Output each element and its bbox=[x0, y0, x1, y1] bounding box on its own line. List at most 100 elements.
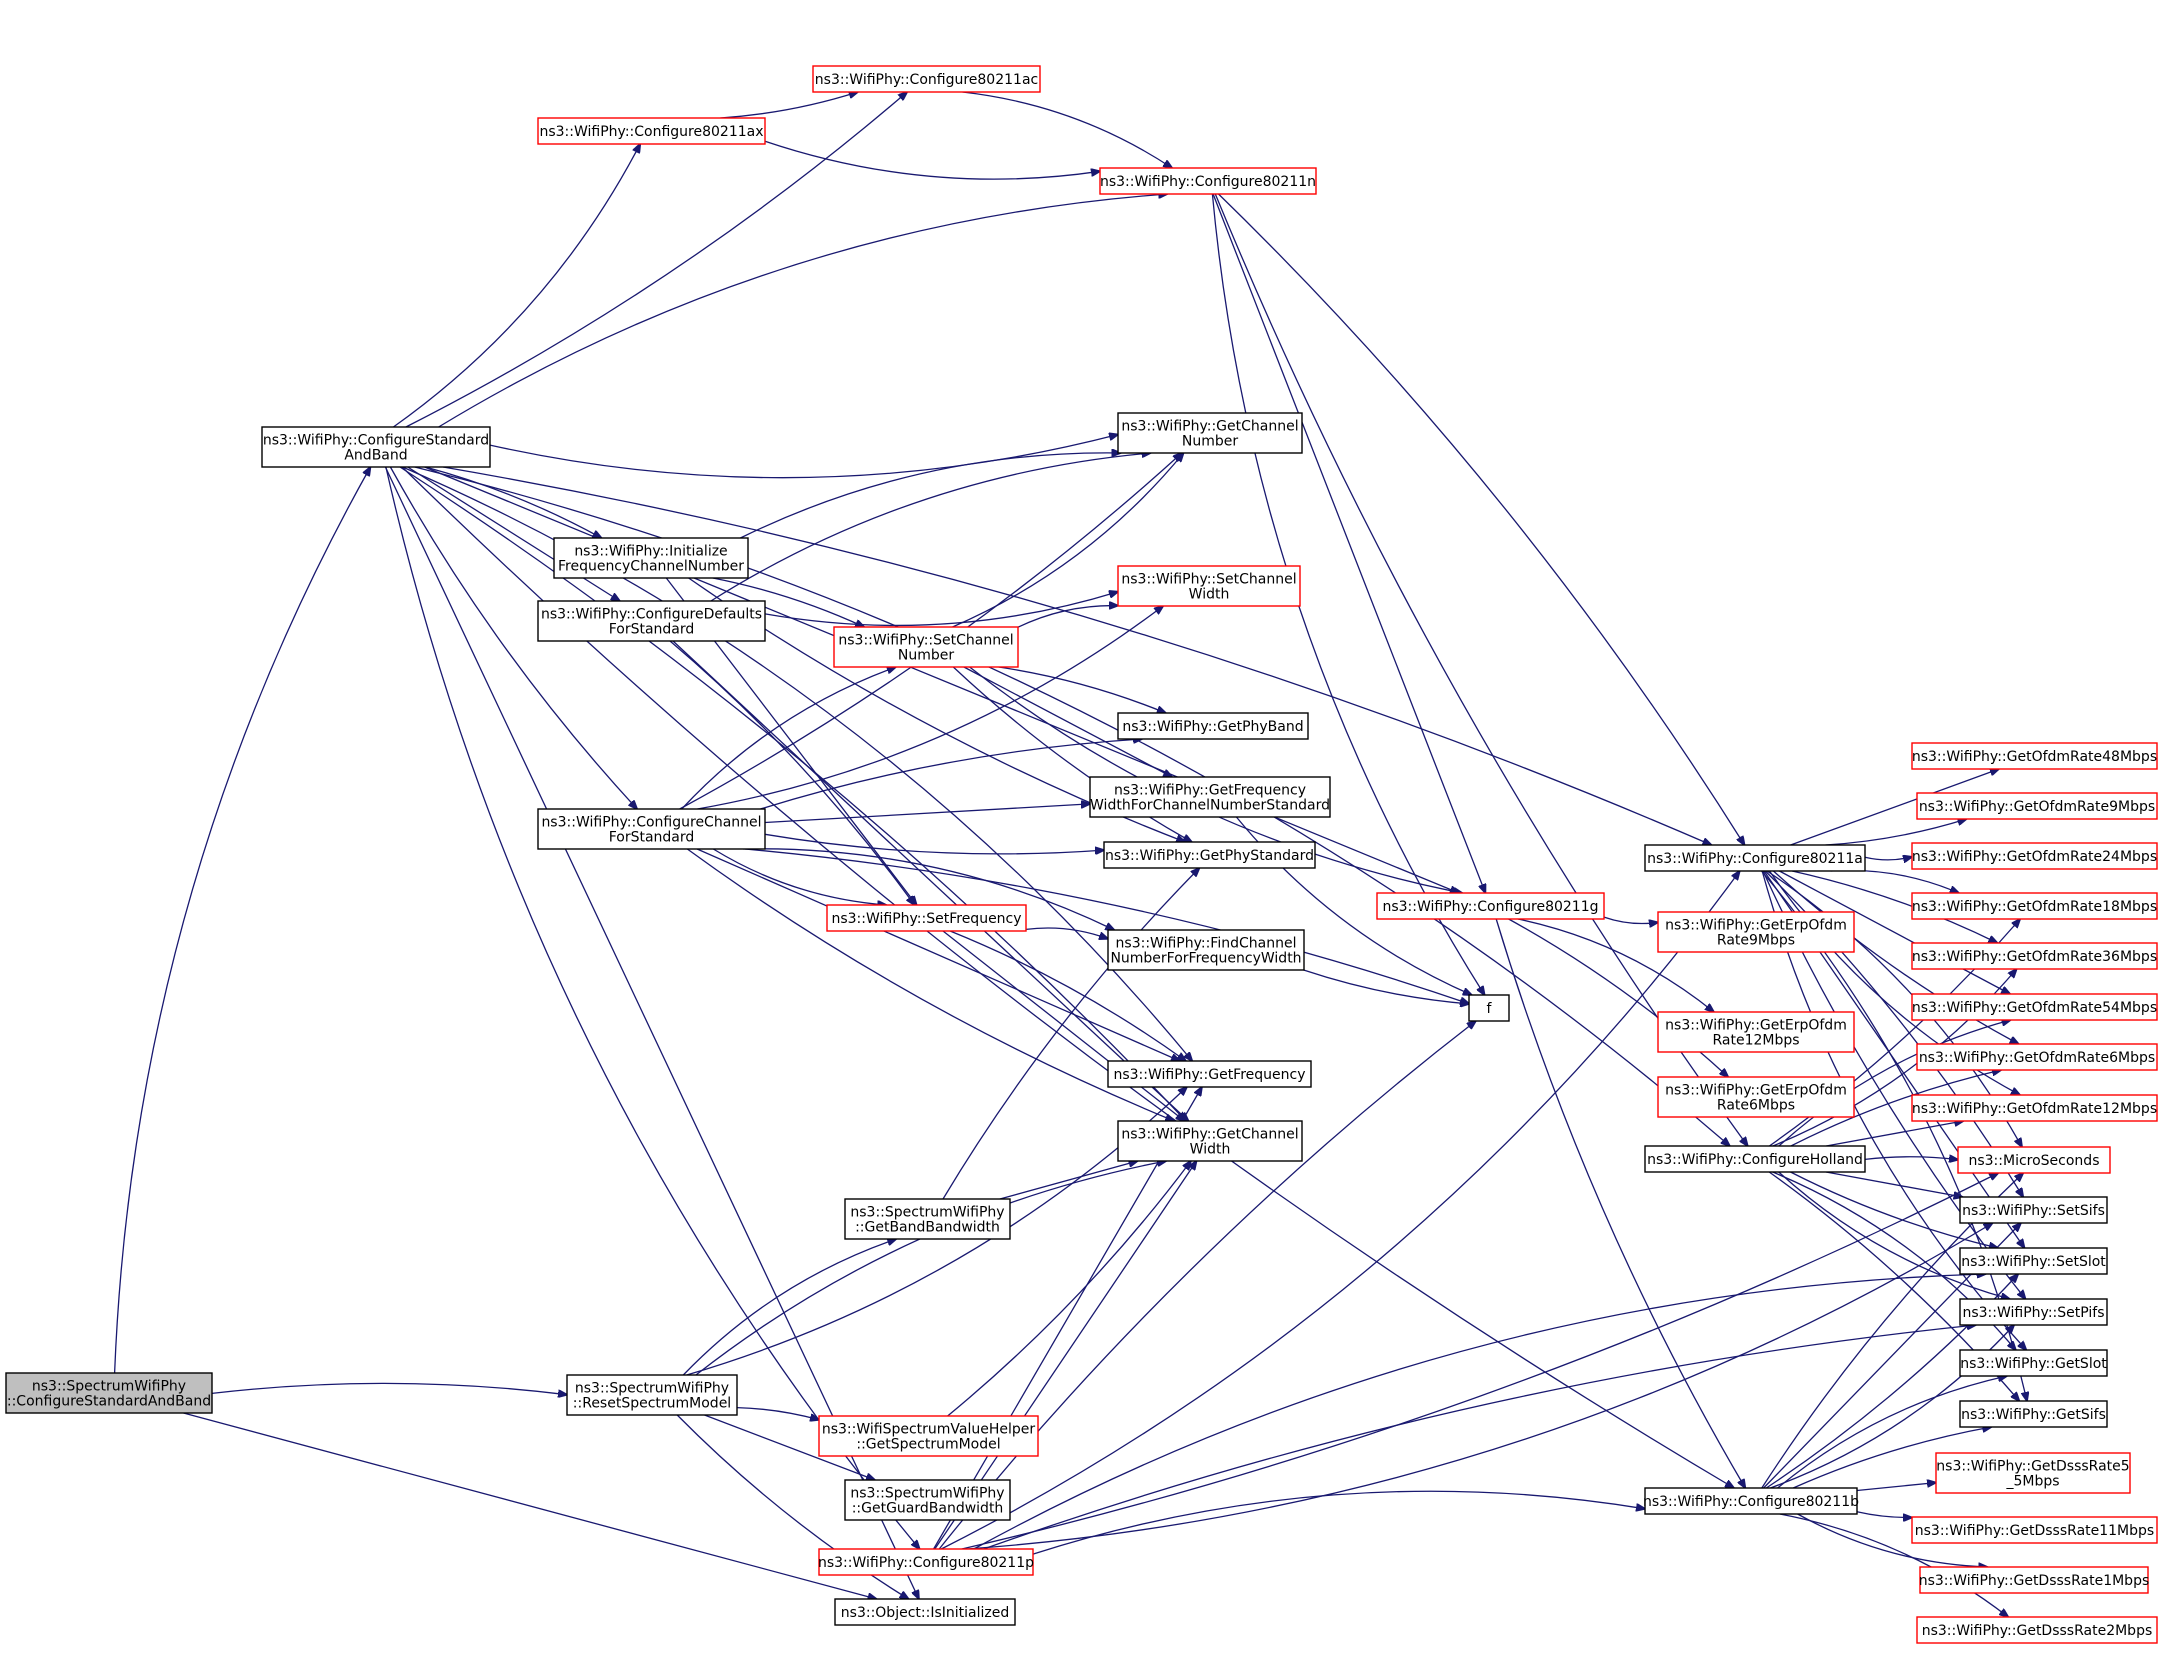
node-box bbox=[1644, 1487, 1858, 1515]
edge-rsm-to-getspm bbox=[736, 1406, 819, 1420]
node-setsifs[interactable]: ns3::WifiPhy::SetSifs bbox=[1959, 1196, 2108, 1224]
edge-root-to-csab bbox=[113, 467, 371, 1374]
node-label: ::GetBandBandwidth bbox=[855, 1220, 1000, 1236]
edge-c11p-to-setsifs bbox=[966, 1223, 1993, 1550]
node-o48[interactable]: ns3::WifiPhy::GetOfdmRate48Mbps bbox=[1911, 742, 2158, 770]
edge-ccfs-to-getphyband bbox=[760, 739, 1143, 810]
node-label: Rate9Mbps bbox=[1717, 933, 1795, 949]
node-getphystd[interactable]: ns3::WifiPhy::GetPhyStandard bbox=[1103, 841, 1316, 869]
node-box bbox=[844, 1198, 1011, 1240]
node-label: Rate6Mbps bbox=[1717, 1098, 1795, 1114]
node-label: ns3::MicroSeconds bbox=[1968, 1153, 2099, 1169]
node-d1[interactable]: ns3::WifiPhy::GetDsssRate1Mbps bbox=[1919, 1566, 2150, 1594]
node-label: ns3::WifiPhy::GetOfdmRate54Mbps bbox=[1912, 1000, 2157, 1016]
edge-c11ax-to-c11n bbox=[764, 140, 1100, 180]
node-box bbox=[1117, 565, 1301, 607]
node-getfreq[interactable]: ns3::WifiPhy::GetFrequency bbox=[1107, 1060, 1312, 1088]
edge-c11n-to-f bbox=[1211, 193, 1484, 995]
node-c11n[interactable]: ns3::WifiPhy::Configure80211n bbox=[1099, 167, 1317, 195]
edge-rsm-to-isinit bbox=[676, 1414, 908, 1599]
node-root[interactable]: ns3::SpectrumWifiPhy::ConfigureStandardA… bbox=[5, 1372, 213, 1414]
node-label: ns3::WifiPhy::Configure80211b bbox=[1643, 1494, 1859, 1510]
node-label: FrequencyChannelNumber bbox=[558, 559, 744, 575]
edge-c11g-to-erp12 bbox=[1517, 918, 1714, 1012]
edge-c11p-to-c11b bbox=[1032, 1490, 1645, 1555]
node-d2[interactable]: ns3::WifiPhy::GetDsssRate2Mbps bbox=[1916, 1616, 2158, 1644]
node-c11p[interactable]: ns3::WifiPhy::Configure80211p bbox=[818, 1548, 1034, 1576]
node-micro[interactable]: ns3::MicroSeconds bbox=[1957, 1146, 2111, 1174]
edge-choll-to-setsifs bbox=[1825, 1171, 1963, 1197]
node-getspm[interactable]: ns3::WifiSpectrumValueHelper::GetSpectru… bbox=[818, 1415, 1039, 1457]
node-ifcn[interactable]: ns3::WifiPhy::InitializeFrequencyChannel… bbox=[553, 537, 749, 579]
edge-ccfs-to-getfwcns bbox=[764, 804, 1090, 824]
edge-c11a-to-o9 bbox=[1825, 819, 1967, 846]
node-box bbox=[834, 1598, 1016, 1626]
node-box bbox=[537, 808, 766, 850]
edge-csab-to-cdfs bbox=[407, 466, 620, 601]
edge-c11a-to-o36 bbox=[1791, 870, 1997, 943]
node-f[interactable]: f bbox=[1468, 994, 1510, 1022]
node-box bbox=[1911, 742, 2158, 770]
node-choll[interactable]: ns3::WifiPhy::ConfigureHolland bbox=[1644, 1145, 1866, 1173]
node-box bbox=[1117, 412, 1303, 454]
node-label: WidthForChannelNumberStandard bbox=[1090, 798, 1330, 814]
edge-c11b-to-d11 bbox=[1856, 1511, 1912, 1518]
node-label: ns3::WifiPhy::SetSifs bbox=[1962, 1203, 2105, 1219]
node-getsifs[interactable]: ns3::WifiPhy::GetSifs bbox=[1959, 1400, 2108, 1428]
edge-c11b-to-d1 bbox=[1797, 1513, 1988, 1567]
node-c11a[interactable]: ns3::WifiPhy::Configure80211a bbox=[1644, 844, 1866, 872]
edge-setfreq-to-getchw bbox=[942, 930, 1185, 1121]
node-getphyband[interactable]: ns3::WifiPhy::GetPhyBand bbox=[1117, 712, 1309, 740]
edge-c11g-to-erp6 bbox=[1508, 918, 1729, 1077]
edge-c11a-to-o24 bbox=[1864, 857, 1912, 860]
edge-cdfs-to-setfreq bbox=[669, 640, 915, 905]
node-label: ns3::WifiPhy::GetOfdmRate6Mbps bbox=[1919, 1050, 2155, 1066]
node-d55[interactable]: ns3::WifiPhy::GetDsssRate5_5Mbps bbox=[1935, 1452, 2131, 1494]
node-isinit[interactable]: ns3::Object::IsInitialized bbox=[834, 1598, 1016, 1626]
edge-c11b-to-d55 bbox=[1856, 1483, 1936, 1492]
node-box bbox=[1657, 1011, 1855, 1053]
edge-setchnum-to-getchnum bbox=[952, 453, 1184, 628]
node-setslot[interactable]: ns3::WifiPhy::SetSlot bbox=[1959, 1247, 2108, 1275]
node-cdfs[interactable]: ns3::WifiPhy::ConfigureDefaultsForStanda… bbox=[537, 600, 766, 642]
node-csab[interactable]: ns3::WifiPhy::ConfigureStandardAndBand bbox=[261, 426, 491, 468]
node-box bbox=[1957, 1146, 2111, 1174]
node-findch[interactable]: ns3::WifiPhy::FindChannelNumberForFreque… bbox=[1107, 929, 1305, 971]
node-c11ac[interactable]: ns3::WifiPhy::Configure80211ac bbox=[812, 65, 1041, 93]
node-getslot[interactable]: ns3::WifiPhy::GetSlot bbox=[1959, 1349, 2108, 1377]
node-getfwcns[interactable]: ns3::WifiPhy::GetFrequencyWidthForChanne… bbox=[1089, 776, 1331, 818]
edge-ccfs-to-setchnum bbox=[681, 667, 896, 810]
node-getgbw[interactable]: ns3::SpectrumWifiPhy::GetGuardBandwidth bbox=[844, 1479, 1011, 1521]
node-o24[interactable]: ns3::WifiPhy::GetOfdmRate24Mbps bbox=[1911, 842, 2158, 870]
edge-ccfs-to-getchw bbox=[686, 848, 1174, 1121]
node-c11b[interactable]: ns3::WifiPhy::Configure80211b bbox=[1643, 1487, 1859, 1515]
node-o6[interactable]: ns3::WifiPhy::GetOfdmRate6Mbps bbox=[1916, 1043, 2158, 1071]
node-o12[interactable]: ns3::WifiPhy::GetOfdmRate12Mbps bbox=[1911, 1094, 2158, 1122]
node-c11ax[interactable]: ns3::WifiPhy::Configure80211ax bbox=[537, 117, 766, 145]
node-box bbox=[1911, 1516, 2158, 1544]
node-box bbox=[1935, 1452, 2131, 1494]
node-o36[interactable]: ns3::WifiPhy::GetOfdmRate36Mbps bbox=[1911, 942, 2158, 970]
node-rsm[interactable]: ns3::SpectrumWifiPhy::ResetSpectrumModel bbox=[566, 1374, 738, 1416]
node-c11g[interactable]: ns3::WifiPhy::Configure80211g bbox=[1376, 892, 1605, 920]
node-ccfs[interactable]: ns3::WifiPhy::ConfigureChannelForStandar… bbox=[537, 808, 766, 850]
node-setfreq[interactable]: ns3::WifiPhy::SetFrequency bbox=[826, 904, 1027, 932]
node-d11[interactable]: ns3::WifiPhy::GetDsssRate11Mbps bbox=[1911, 1516, 2158, 1544]
node-getbbw[interactable]: ns3::SpectrumWifiPhy::GetBandBandwidth bbox=[844, 1198, 1011, 1240]
node-label: ns3::SpectrumWifiPhy bbox=[850, 1486, 1004, 1502]
edge-c11b-to-getslot bbox=[1777, 1376, 2007, 1489]
edge-ccfs-to-setfreq bbox=[712, 848, 886, 905]
node-box bbox=[1099, 167, 1317, 195]
node-o9[interactable]: ns3::WifiPhy::GetOfdmRate9Mbps bbox=[1916, 792, 2158, 820]
node-o18[interactable]: ns3::WifiPhy::GetOfdmRate18Mbps bbox=[1911, 892, 2158, 920]
node-o54[interactable]: ns3::WifiPhy::GetOfdmRate54Mbps bbox=[1911, 993, 2158, 1021]
node-setpifs[interactable]: ns3::WifiPhy::SetPifs bbox=[1959, 1298, 2108, 1326]
node-label: ns3::WifiPhy::GetPhyBand bbox=[1122, 719, 1303, 735]
